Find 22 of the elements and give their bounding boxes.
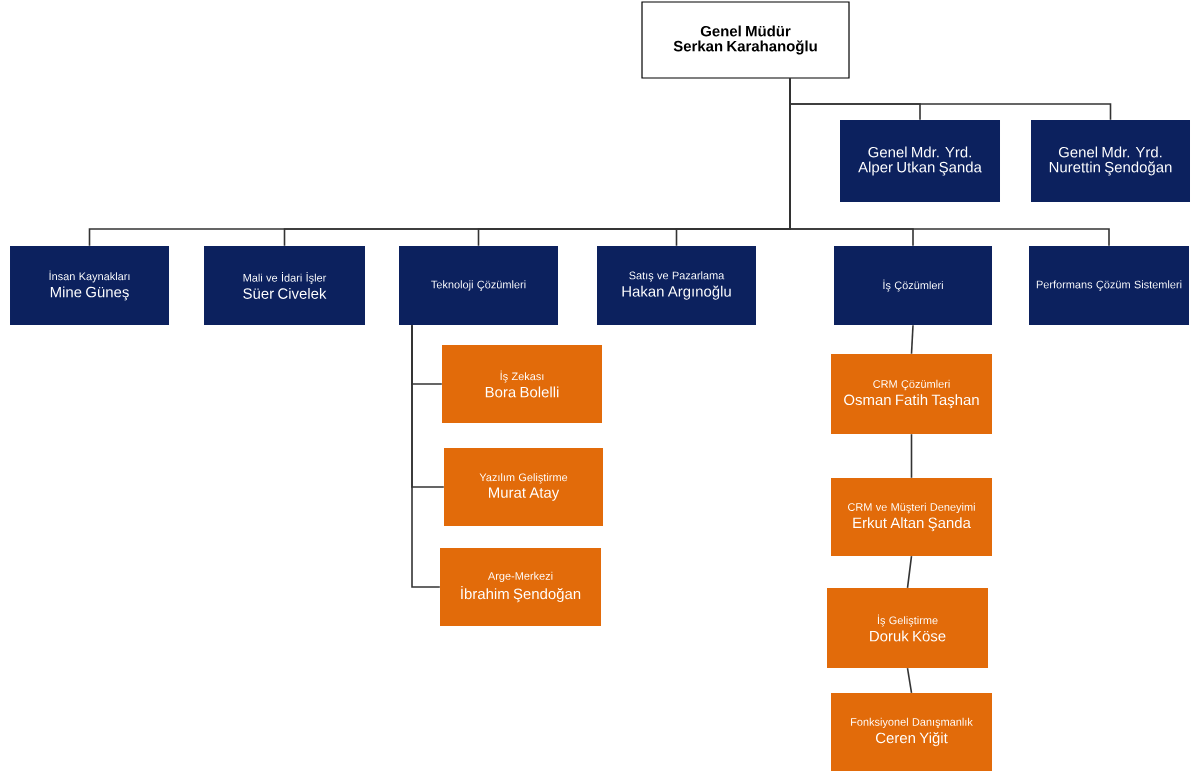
org-box: İnsan Kaynakları Mine Güneş [10, 246, 169, 325]
connector-line [910, 324, 914, 355]
org-box: Genel Mdr. Yrd. Alper Utkan Şanda [840, 120, 1000, 202]
org-box: Fonksiyonel Danışmanlık Ceren Yiğit [831, 693, 992, 771]
org-box: Genel Mdr. Yrd. Nurettin Şendoğan [1031, 120, 1190, 202]
org-box: Arge-Merkezi İbrahim Şendoğan [440, 548, 601, 626]
connector-line [910, 433, 913, 479]
org-box: Teknoloji Çözümleri [399, 246, 558, 325]
org-box: Genel Müdür Serkan Karahanoğlu [641, 1, 850, 79]
org-box: İş Zekası Bora Bolelli [442, 345, 602, 423]
org-box: Yazılım Geliştirme Murat Atay [444, 448, 603, 526]
org-box: Satış ve Pazarlama Hakan Argınoğlu [597, 246, 756, 325]
org-box: CRM Çözümleri Osman Fatih Taşhan [831, 354, 992, 434]
org-box: İş Çözümleri [834, 246, 992, 325]
org-box: Performans Çözüm Sistemleri [1029, 246, 1189, 325]
org-box: İş Geliştirme Doruk Köse [827, 588, 988, 668]
org-box: Mali ve İdari İşler Süer Civelek [204, 246, 365, 325]
connector-line [411, 324, 441, 588]
connector-line [906, 555, 913, 589]
connector-line [789, 77, 1110, 247]
connector-line [906, 667, 913, 694]
org-box: CRM ve Müşteri Deneyimi Erkut Altan Şanda [831, 478, 992, 556]
